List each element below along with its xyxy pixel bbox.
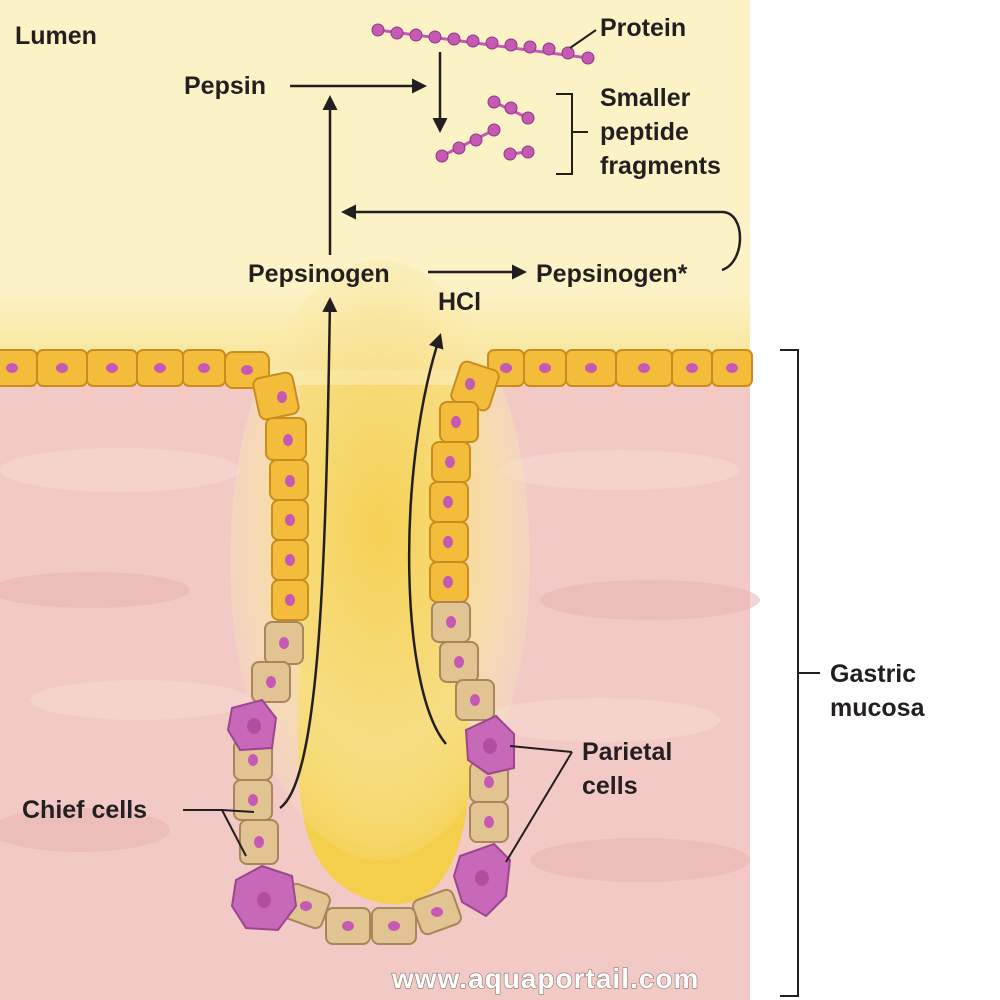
peptide-fragments: [435, 95, 535, 163]
parietal-cells-label-line1: Parietal: [582, 738, 672, 766]
protein-chain: [371, 23, 595, 65]
gastric-mucosa-label-line1: Gastric: [830, 660, 916, 688]
lumen-label: Lumen: [15, 22, 97, 50]
surface-epithelium-right: [487, 349, 753, 387]
hcl-secretion-arrow: [407, 333, 447, 745]
fragments-label-line3: fragments: [600, 152, 721, 180]
chief-cells-label: Chief cells: [22, 796, 147, 824]
pit-wall-right-mucous-cells: [429, 360, 500, 603]
autocatalysis-loop-arrow: [341, 204, 742, 272]
pepsinogen-label: Pepsinogen: [248, 260, 390, 288]
mucosa-bracket: [780, 349, 820, 997]
chief-cell-secretion-arrow: [279, 297, 338, 810]
parietal-cells-label-line2: cells: [582, 772, 638, 800]
protein-label: Protein: [600, 14, 686, 42]
pit-wall-left-mucous-cells: [252, 371, 309, 621]
fragments-label-line1: Smaller: [600, 84, 691, 112]
protein-leader-line: [569, 29, 597, 49]
fragments-label-line2: peptide: [600, 118, 689, 146]
parietal-cells-group: [226, 698, 515, 932]
hcl-label: HCl: [438, 288, 481, 316]
watermark-text: www.aquaportail.com: [391, 963, 699, 994]
surface-epithelium-left: [0, 349, 270, 389]
pathway-arrows: [279, 52, 742, 810]
leader-lines: [183, 745, 573, 863]
active-pepsinogen-label: Pepsinogen*: [536, 260, 688, 288]
fragments-bracket: [556, 93, 588, 175]
mucosa-texture: [0, 448, 760, 882]
pepsin-label: Pepsin: [184, 72, 266, 100]
gastric-mucosa-label-line2: mucosa: [830, 694, 926, 722]
